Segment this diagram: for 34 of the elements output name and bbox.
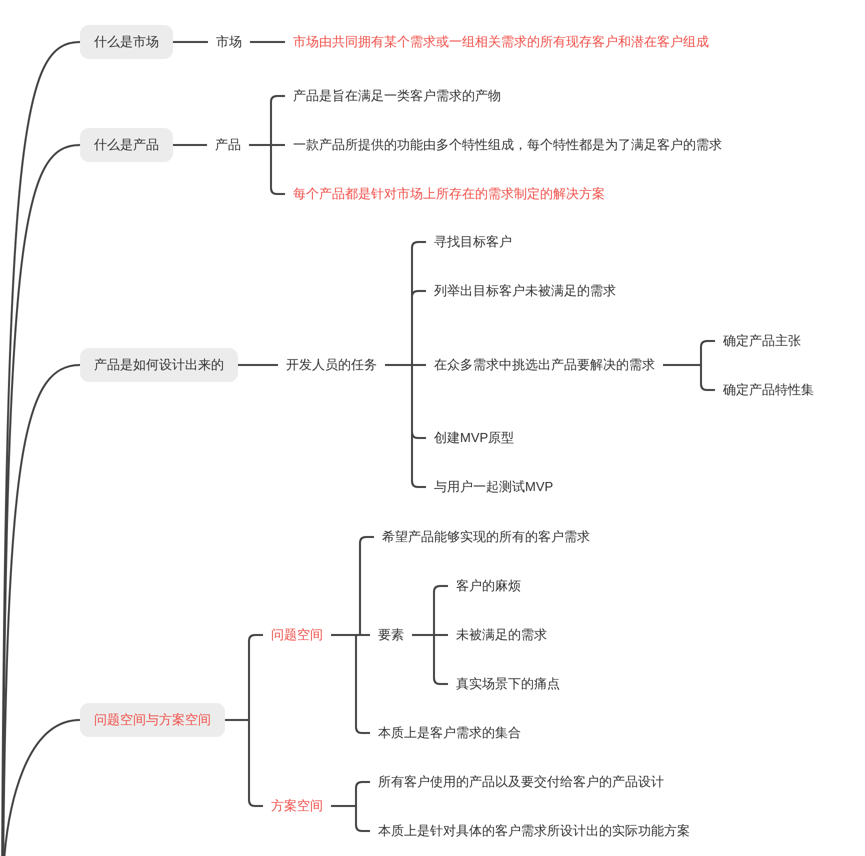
connector-line xyxy=(238,364,278,366)
branch-label: 每个产品都是针对市场上所存在的需求制定的解决方案 xyxy=(285,182,613,206)
branch-label: 确定产品特性集 xyxy=(715,378,822,402)
branch-label: 未被满足的需求 xyxy=(448,623,555,647)
branch-label: 所有客户使用的产品以及要交付给客户的产品设计 xyxy=(370,770,672,794)
branch-line xyxy=(2,364,80,856)
branch-label: 产品 xyxy=(207,133,249,157)
branch-label: 产品是旨在满足一类客户需求的产物 xyxy=(285,84,509,108)
branch-label: 寻找目标客户 xyxy=(426,230,520,254)
branch-label: 创建MVP原型 xyxy=(426,426,522,450)
branch-line xyxy=(3,719,80,856)
branch-label: 与用户一起测试MVP xyxy=(426,475,562,499)
connector-line xyxy=(173,41,208,43)
branch-label: 希望产品能够实现的所有的客户需求 xyxy=(374,525,598,549)
branch-label: 要素 xyxy=(370,623,412,647)
topic-box: 产品是如何设计出来的 xyxy=(80,348,238,382)
branch-label: 开发人员的任务 xyxy=(278,353,385,377)
branch-label: 在众多需求中挑选出产品要解决的需求 xyxy=(426,353,663,377)
branch-label: 本质上是针对具体的客户需求所设计出的实际功能方案 xyxy=(370,819,698,843)
topic-box: 问题空间与方案空间 xyxy=(80,703,225,737)
branch-label: 市场由共同拥有某个需求或一组相关需求的所有现存客户和潜在客户组成 xyxy=(285,30,717,54)
branch-label: 列举出目标客户未被满足的需求 xyxy=(426,279,624,303)
branch-label: 真实场景下的痛点 xyxy=(448,672,568,696)
topic-box: 什么是市场 xyxy=(80,25,173,59)
connector-line xyxy=(173,144,207,146)
branch-label: 本质上是客户需求的集合 xyxy=(370,721,529,745)
branch-label: 确定产品主张 xyxy=(715,329,809,353)
branch-label: 方案空间 xyxy=(263,794,331,818)
topic-box: 什么是产品 xyxy=(80,128,173,162)
branch-label: 问题空间 xyxy=(263,623,331,647)
branch-label: 客户的麻烦 xyxy=(448,574,529,598)
branch-label: 市场 xyxy=(208,30,250,54)
connector-line xyxy=(250,41,285,43)
branch-label: 一款产品所提供的功能由多个特性组成，每个特性都是为了满足客户的需求 xyxy=(285,133,730,157)
